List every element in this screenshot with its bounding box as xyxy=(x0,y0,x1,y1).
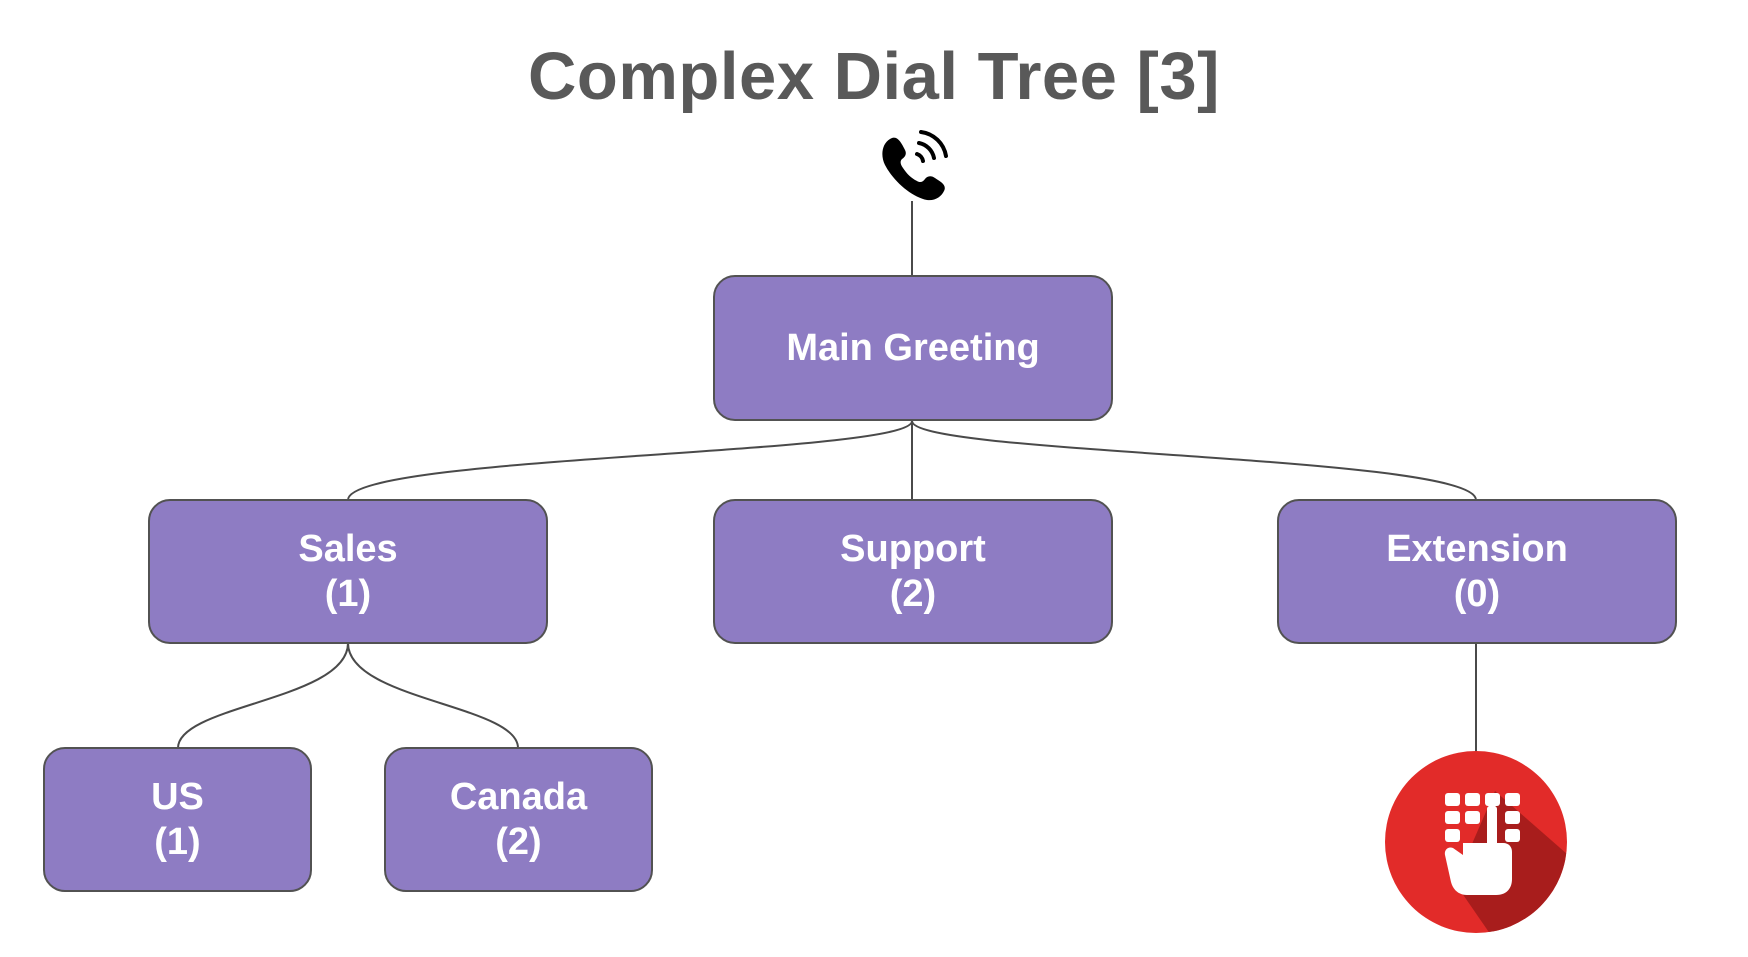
connector-sales-to-canada xyxy=(347,642,519,749)
node-extension-label: Extension xyxy=(1386,527,1568,570)
node-sales-label: Sales xyxy=(298,527,398,570)
node-canada-label: Canada xyxy=(449,775,588,818)
dialpad-touch-icon xyxy=(1385,751,1567,933)
node-us[interactable]: US (1) xyxy=(43,747,312,892)
connector-main-to-sales xyxy=(347,420,913,501)
node-extension[interactable]: Extension (0) xyxy=(1277,499,1677,644)
node-support-label: Support xyxy=(840,527,986,570)
node-support[interactable]: Support (2) xyxy=(713,499,1113,644)
node-us-option: (1) xyxy=(154,820,201,863)
node-sales[interactable]: Sales (1) xyxy=(148,499,548,644)
node-canada[interactable]: Canada (2) xyxy=(384,747,653,892)
connector-main-to-extension xyxy=(911,420,1477,501)
phone-ringing-icon xyxy=(882,130,948,201)
node-us-label: US xyxy=(151,775,204,818)
connector-sales-to-us xyxy=(177,642,349,749)
node-support-option: (2) xyxy=(889,572,937,615)
node-canada-option: (2) xyxy=(495,820,542,863)
node-extension-option: (0) xyxy=(1453,572,1501,615)
node-sales-option: (1) xyxy=(324,572,372,615)
node-main-greeting-label: Main Greeting xyxy=(786,326,1040,369)
node-main-greeting[interactable]: Main Greeting xyxy=(713,275,1113,421)
diagram-title: Complex Dial Tree [3] xyxy=(528,39,1220,114)
